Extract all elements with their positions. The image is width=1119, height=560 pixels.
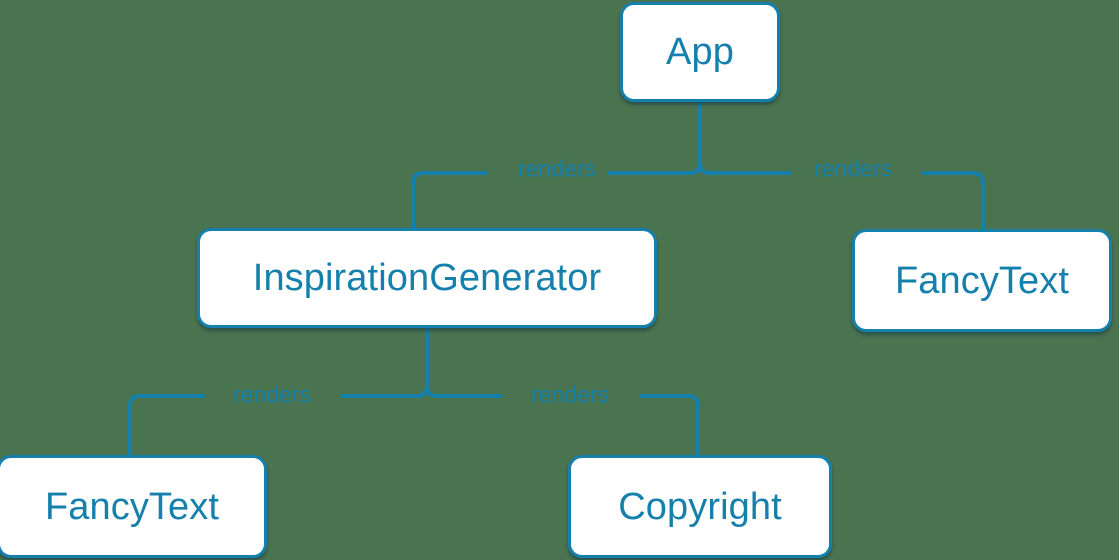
edge-app-inspgen-seg-left [411, 171, 487, 228]
edge-app-fancy-seg-right [922, 171, 985, 229]
edge-label-app-fancytext: renders [814, 155, 892, 182]
node-copyright-label: Copyright [618, 485, 782, 528]
edge-inspgen-stem-left [416, 385, 429, 398]
node-inspirationgenerator-label: InspirationGenerator [252, 257, 602, 299]
edge-ig-copyright-seg-right [640, 394, 700, 455]
edge-label-inspirationgenerator-fancytext: renders [233, 381, 311, 408]
edge-ig-fancy-seg-left [128, 394, 205, 455]
node-fancytext-bottom-label: FancyText [44, 485, 220, 528]
edge-inspgen-stem [425, 328, 438, 398]
node-fancytext-top-label: FancyText [894, 259, 1070, 302]
edge-label-inspirationgenerator-copyright: renders [531, 381, 609, 408]
node-copyright[interactable]: Copyright [568, 455, 832, 558]
node-inspirationgenerator[interactable]: InspirationGenerator [197, 228, 657, 328]
edge-app-stem [698, 102, 711, 175]
node-app-label: App [666, 31, 734, 73]
node-fancytext-top[interactable]: FancyText [852, 229, 1112, 332]
edge-label-app-inspirationgenerator: renders [518, 155, 596, 182]
node-app[interactable]: App [620, 2, 780, 102]
edge-app-stem-left [689, 162, 702, 175]
node-fancytext-bottom[interactable]: FancyText [0, 455, 267, 558]
